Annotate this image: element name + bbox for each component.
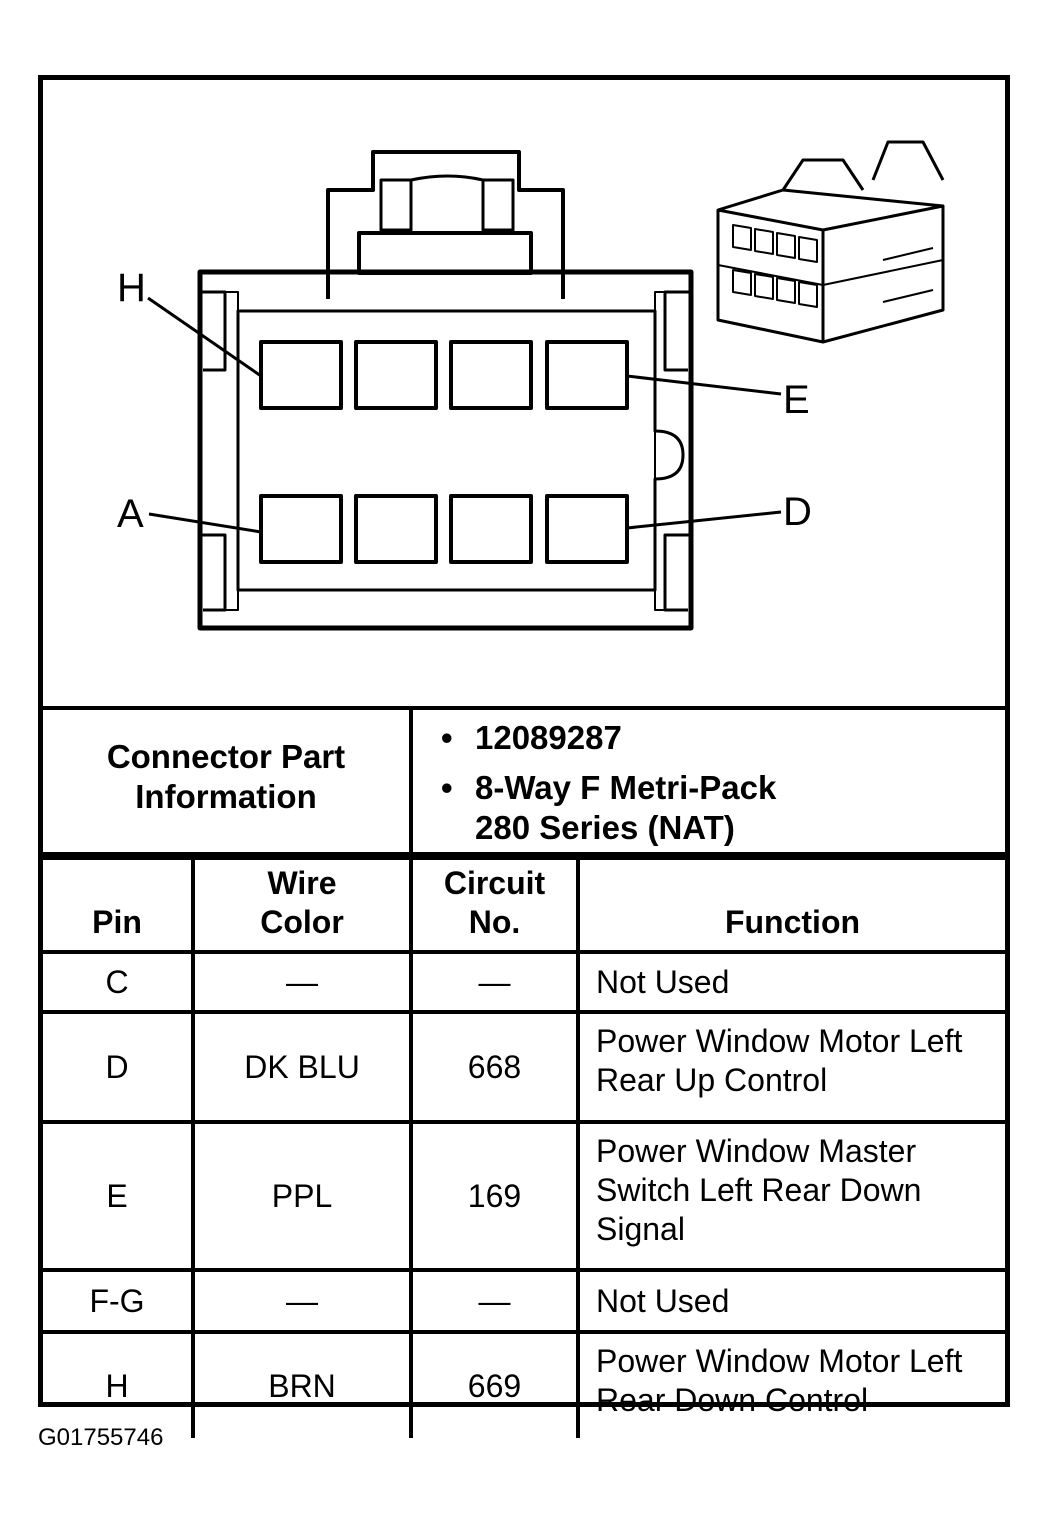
pin-callout-d: D [783,490,812,534]
table-row: H BRN 669 Power Window Motor Left Rear D… [43,1330,1005,1438]
table-row: E PPL 169 Power Window Master Switch Lef… [43,1120,1005,1272]
function-cell: Power Window Motor Left Rear Down Contro… [576,1330,1005,1438]
connector-diagram: H E A D [43,80,1005,706]
connector-sheet: H E A D Connector Part Information 12089… [38,75,1010,1438]
connector-face-drawing [147,140,945,631]
pin-cell: F-G [43,1268,195,1334]
wire-color-cell: DK BLU [191,1010,413,1124]
wire-color-cell: — [191,950,413,1014]
header-wire-color: Wire Color [191,856,413,954]
header-circuit-no: Circuit No. [409,856,580,954]
connector-type: 8-Way F Metri-Pack 280 Series (NAT) [441,768,835,848]
circuit-no-cell: 668 [409,1010,580,1124]
header-function: Function [576,856,1005,954]
table-row: C — — Not Used [43,950,1005,1014]
pin-table-header: Pin Wire Color Circuit No. Function [43,856,1005,954]
wire-color-cell: PPL [191,1120,413,1272]
pin-cell: D [43,1010,195,1124]
pin-cell: H [43,1330,195,1438]
pin-table: Pin Wire Color Circuit No. Function C — … [43,856,1005,1438]
pin-callout-a: A [117,492,144,536]
circuit-no-cell: 169 [409,1120,580,1272]
pin-callout-h: H [117,266,146,310]
circuit-no-cell: 669 [409,1330,580,1438]
connector-part-list: 12089287 8-Way F Metri-Pack 280 Series (… [413,710,1005,860]
wire-color-cell: — [191,1268,413,1334]
connector-part-information: Connector Part Information 12089287 8-Wa… [43,706,1005,856]
table-row: D DK BLU 668 Power Window Motor Left Rea… [43,1010,1005,1124]
circuit-no-cell: — [409,950,580,1014]
function-cell: Not Used [576,950,1005,1014]
wire-color-cell: BRN [191,1330,413,1438]
connector-part-label: Connector Part Information [43,710,413,852]
part-number: 12089287 [441,718,1005,758]
circuit-no-cell: — [409,1268,580,1334]
function-cell: Power Window Master Switch Left Rear Dow… [576,1120,1005,1272]
table-row: F-G — — Not Used [43,1268,1005,1334]
header-pin: Pin [43,856,195,954]
figure-id: G01755746 [38,1424,164,1451]
pin-cell: E [43,1120,195,1272]
function-cell: Not Used [576,1268,1005,1334]
pin-cell: C [43,950,195,1014]
function-cell: Power Window Motor Left Rear Up Control [576,1010,1005,1124]
pin-callout-e: E [783,378,810,422]
